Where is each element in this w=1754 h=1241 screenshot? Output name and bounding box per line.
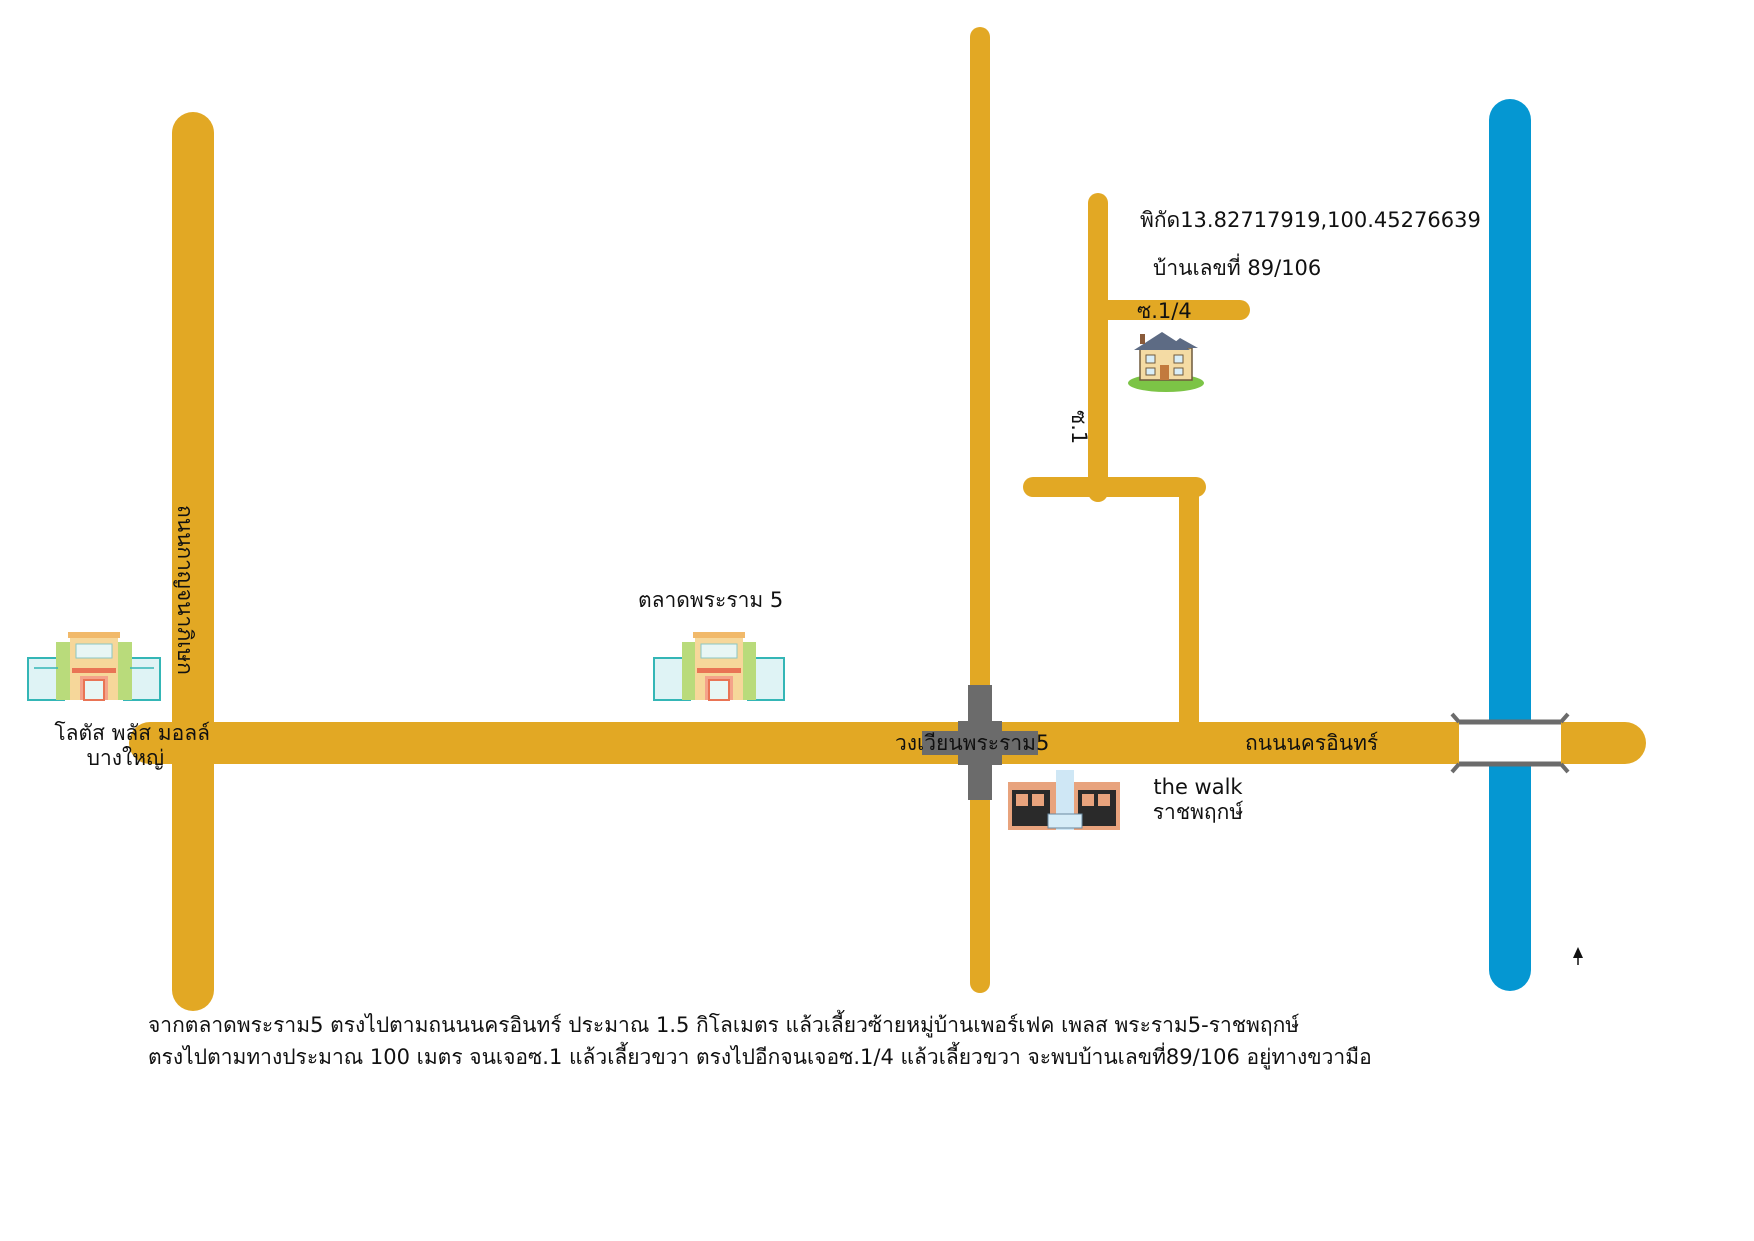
directions-line-2: ตรงไปตามทางประมาณ 100 เมตร จนเจอซ.1 แล้ว… <box>148 1044 1372 1069</box>
kanchanaphisek-road-label: ถนนกาญจนาภิเษก <box>173 505 197 675</box>
mall-icon <box>27 632 161 701</box>
the-walk-label-line2: ราชพฤกษ์ <box>1152 800 1244 825</box>
talad-rama5-label: ตลาดพระราม 5 <box>638 588 784 612</box>
nakhon-in-road-label: ถนนนครอินทร์ <box>1245 731 1379 755</box>
lotus-mall-label-line1: โลตัส พลัส มอลล์ <box>54 721 210 745</box>
soi-1-label: ซ.1 <box>1067 410 1091 445</box>
directions-line-1: จากตลาดพระราม5 ตรงไปตามถนนนครอินทร์ ประม… <box>148 1013 1300 1037</box>
bridge <box>1450 712 1570 774</box>
house-number-label: บ้านเลขที่ 89/106 <box>1153 256 1322 280</box>
market-icon <box>653 632 785 701</box>
rama5-intersection <box>922 685 1038 800</box>
soi-1-4-label: ซ.1/4 <box>1137 299 1192 323</box>
rama5-circle-label: วงเวียนพระราม5 <box>895 731 1050 755</box>
north-arrow-icon <box>1573 947 1583 965</box>
the-walk-label: the walk ราชพฤกษ์ <box>1138 775 1258 825</box>
shopping-center-icon <box>1008 770 1120 830</box>
the-walk-label-line1: the walk <box>1153 775 1243 799</box>
lotus-mall-label-line2: บางใหญ่ <box>86 746 164 771</box>
lotus-mall-label: โลตัส พลัส มอลล์ บางใหญ่ <box>20 721 210 771</box>
directions-text: จากตลาดพระราม5 ตรงไปตามถนนนครอินทร์ ประม… <box>148 1010 1372 1073</box>
coordinates-label: พิกัด13.82717919,100.45276639 <box>1140 208 1481 232</box>
house-icon <box>1128 332 1204 392</box>
